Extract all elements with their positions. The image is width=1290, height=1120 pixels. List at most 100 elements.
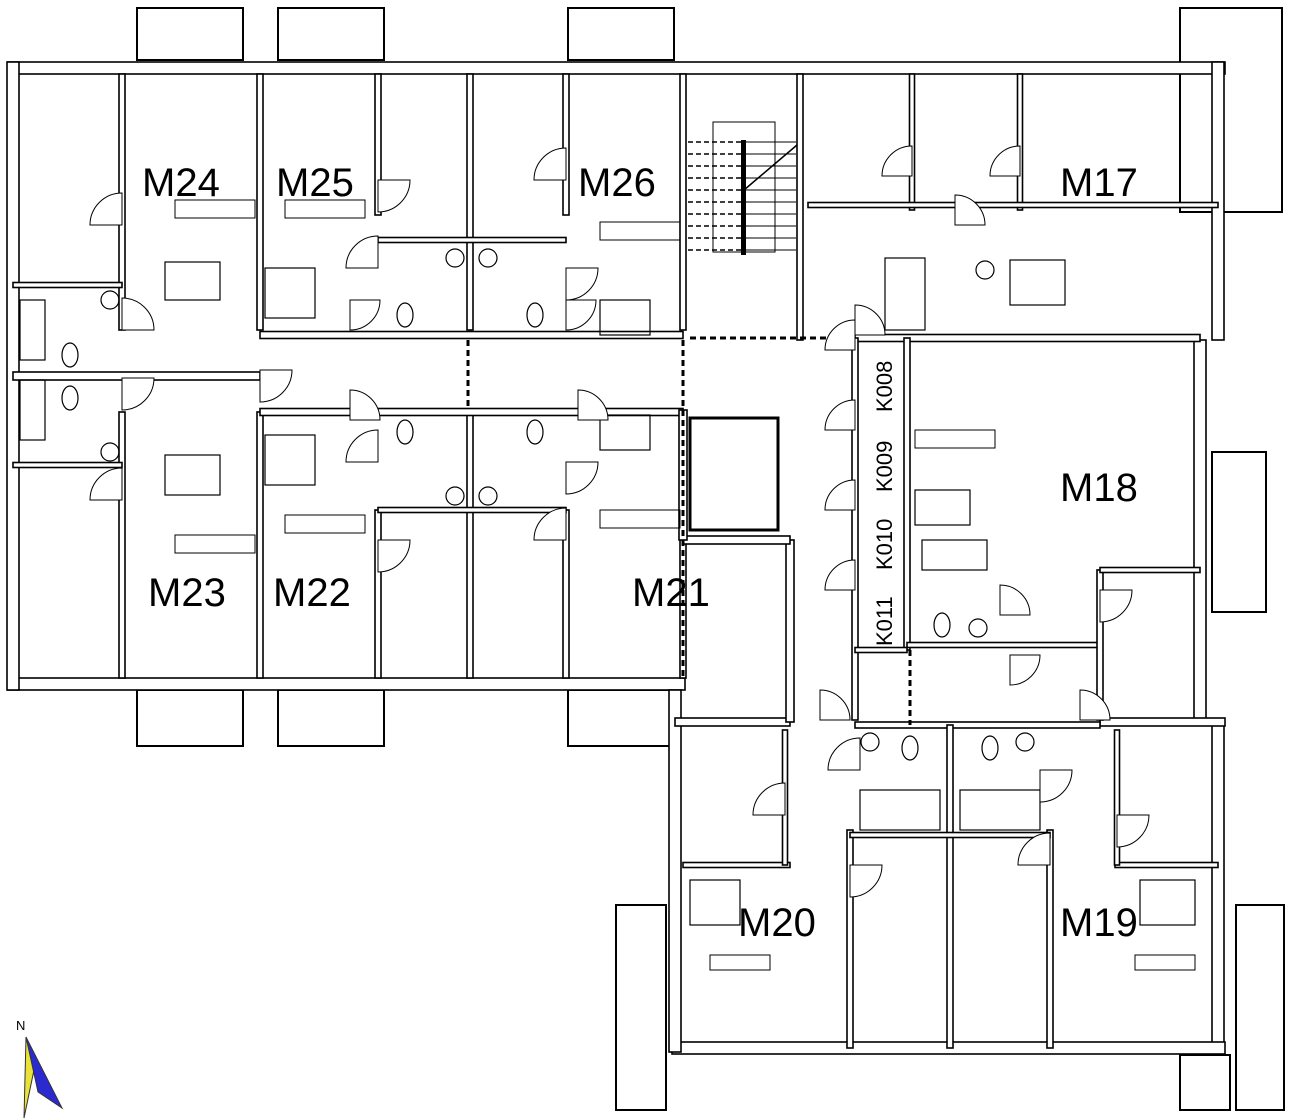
washbasin [478, 486, 498, 506]
door [89, 192, 123, 226]
balconies [136, 7, 1285, 1111]
wall [906, 641, 1101, 649]
wall [7, 61, 1226, 75]
washbasin [975, 260, 995, 280]
door [1099, 589, 1133, 623]
fixture [914, 489, 971, 526]
wall [374, 509, 382, 679]
balcony [1179, 7, 1283, 213]
washbasin [445, 486, 465, 506]
washbasin [860, 732, 880, 752]
door [827, 737, 861, 771]
door [824, 479, 856, 511]
staircase [688, 121, 798, 255]
storage-label-k010: K010 [872, 519, 897, 570]
fixtures [19, 199, 1196, 971]
toilet [396, 419, 414, 445]
wall [466, 73, 474, 331]
wall [796, 73, 804, 341]
door [1079, 689, 1111, 721]
washbasin [100, 290, 120, 310]
wall [377, 236, 567, 244]
apartment-label-m21: M21 [632, 571, 710, 615]
wall [259, 330, 684, 340]
door [565, 299, 597, 331]
door [989, 145, 1021, 177]
fixture [884, 257, 926, 331]
washbasin [1015, 732, 1035, 752]
fixture [689, 879, 741, 926]
door [349, 389, 381, 421]
balcony [567, 7, 675, 61]
elevator-shaft [688, 416, 780, 532]
washbasin [968, 618, 988, 638]
wall [903, 337, 911, 651]
wall [674, 717, 791, 727]
balcony [615, 904, 667, 1111]
door [533, 507, 567, 541]
counter [284, 199, 366, 219]
wall [377, 506, 567, 514]
fixture [164, 454, 221, 496]
wall [256, 73, 264, 331]
washbasin [445, 248, 465, 268]
balcony [1179, 1054, 1231, 1111]
storage-label-k011: K011 [872, 596, 897, 646]
wall [1193, 339, 1207, 721]
door [999, 584, 1031, 616]
wall [118, 411, 126, 679]
wall [374, 73, 382, 216]
wall [908, 73, 916, 211]
wall [1211, 61, 1225, 341]
toilet [526, 419, 544, 445]
apartment-label-m20: M20 [738, 901, 816, 945]
balcony [277, 689, 385, 747]
door [259, 369, 293, 403]
apartment-label-m26: M26 [578, 161, 656, 205]
wall [668, 689, 682, 1053]
apartment-label-m24: M24 [142, 161, 220, 205]
counter [174, 199, 256, 219]
balcony [277, 7, 385, 61]
wall [946, 724, 954, 1049]
wall [256, 411, 264, 679]
north-arrow: N [16, 1018, 64, 1119]
stair-railing [741, 140, 746, 255]
wall [854, 721, 1101, 729]
counter [914, 429, 996, 449]
door [1017, 832, 1051, 866]
balcony [1235, 904, 1285, 1111]
door [121, 297, 155, 331]
wall [682, 861, 791, 869]
counter [284, 514, 366, 534]
toilet [61, 342, 79, 368]
door [345, 429, 379, 463]
door [565, 461, 599, 495]
washbasin [478, 248, 498, 268]
storage-label-k009: K009 [872, 441, 897, 492]
apartment-label-m17: M17 [1060, 161, 1138, 205]
door [533, 147, 567, 181]
fixture [599, 299, 651, 336]
counter [1134, 954, 1196, 971]
storage-label-k008: K008 [872, 361, 897, 412]
door [881, 145, 913, 177]
north-arrow-dark [25, 1036, 64, 1110]
washbasin [100, 442, 120, 462]
door [1116, 814, 1150, 848]
wall [807, 201, 1219, 209]
wall [679, 73, 687, 331]
wall [1016, 73, 1024, 211]
fixture [599, 414, 651, 451]
wall [12, 461, 123, 469]
fixture [859, 789, 941, 831]
door [89, 467, 123, 501]
doors [89, 145, 1150, 898]
apartment-label-m22: M22 [273, 571, 351, 615]
fixture [19, 299, 46, 361]
fixture [921, 539, 988, 571]
door [377, 179, 411, 213]
fixture [959, 789, 1041, 831]
wall [562, 73, 570, 216]
